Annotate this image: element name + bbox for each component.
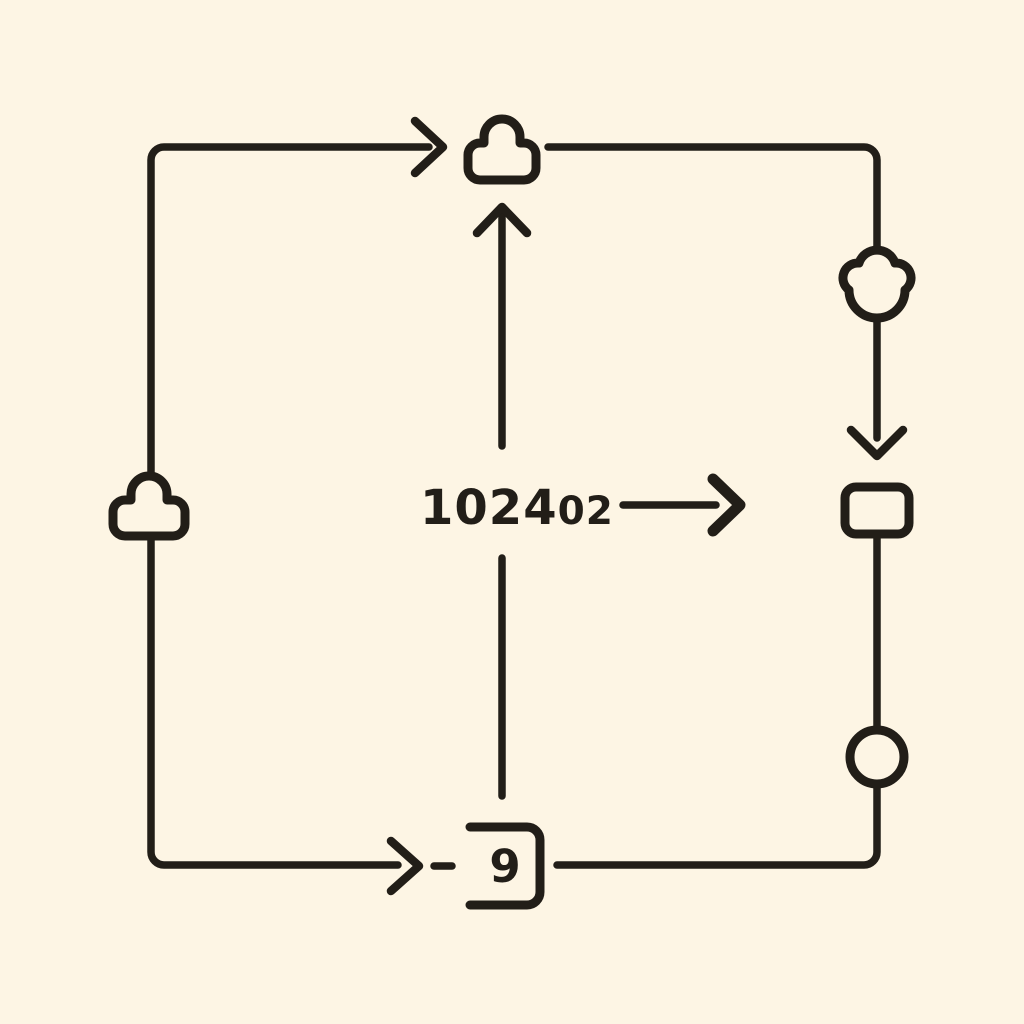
center-value-sub: 02	[557, 489, 614, 534]
right-cloud-icon	[838, 245, 916, 323]
right-arrow-down	[846, 302, 908, 461]
right-rail-upper	[544, 143, 881, 266]
left-cloud-icon	[108, 471, 190, 541]
arrow-down-head	[846, 425, 908, 461]
top-cloud-icon	[463, 114, 541, 185]
bottom-box-node	[465, 822, 545, 910]
arrow-right-head-bottom	[386, 836, 424, 896]
left-rail	[147, 116, 456, 896]
right-circle-node	[845, 725, 909, 789]
arrow-right-head-top	[410, 116, 448, 178]
arrow-up-head	[472, 202, 532, 238]
center-up-arrow	[472, 202, 532, 450]
right-rail-lower	[553, 530, 881, 869]
bottom-box-value: 9	[489, 839, 521, 893]
center-value-main: 1024	[420, 480, 558, 536]
arrow-right-head-center	[707, 473, 746, 537]
center-right-arrow	[619, 473, 746, 537]
right-box-node	[840, 482, 914, 539]
